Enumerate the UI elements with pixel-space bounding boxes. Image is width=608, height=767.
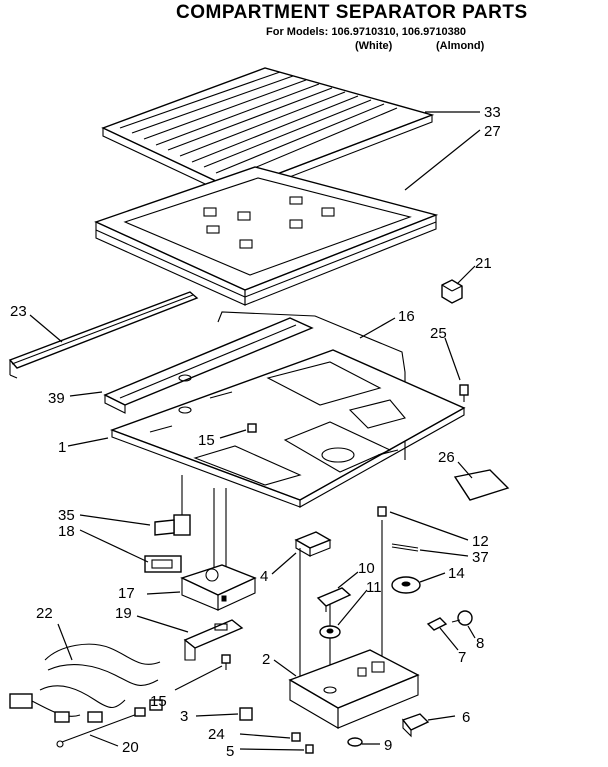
callout-23: 23 [10, 303, 27, 320]
part-19-bracket [183, 619, 244, 661]
callout-14: 14 [448, 565, 465, 582]
part-12-screw [377, 506, 387, 517]
callout-5: 5 [226, 743, 234, 760]
callout-12: 12 [472, 533, 489, 550]
part-26-label [453, 469, 510, 501]
part-17-housing [180, 564, 257, 611]
callout-6: 6 [462, 709, 470, 726]
part-14-fan [391, 576, 421, 594]
part-6-switch [401, 713, 430, 738]
callout-10: 10 [358, 560, 375, 577]
callout-37: 37 [472, 549, 489, 566]
part-21-block [441, 279, 463, 304]
part-22-harness [9, 643, 163, 723]
callout-4: 4 [260, 568, 268, 585]
callout-39: 39 [48, 390, 65, 407]
callout-35: 35 [58, 507, 75, 524]
callout-9: 9 [384, 737, 392, 754]
callout-16: 16 [398, 308, 415, 325]
part-18-bezel [144, 555, 182, 573]
part-23-strip [8, 291, 199, 379]
variant-almond-label: (Almond) [436, 40, 485, 52]
callout-24: 24 [208, 726, 225, 743]
callout-25: 25 [430, 325, 447, 342]
callout-20: 20 [122, 739, 139, 756]
callout-26: 26 [438, 449, 455, 466]
callout-7: 7 [458, 649, 466, 666]
part-2-housing [288, 649, 420, 729]
part-1-panel [109, 349, 466, 508]
part-7-socket [426, 617, 448, 631]
part-4-bracket [294, 531, 332, 557]
part-27-frame [94, 166, 439, 306]
callout-22: 22 [36, 605, 53, 622]
part-20-lead [56, 707, 146, 748]
part-37-shim [391, 543, 419, 552]
callout-27: 27 [484, 123, 501, 140]
part-10-clip [316, 587, 352, 612]
part-15-lower-screw [221, 654, 231, 670]
models-label: For Models: 106.9710310, 106.9710380 [266, 26, 466, 38]
callout-8: 8 [476, 635, 484, 652]
part-11-motor [319, 625, 341, 639]
callout-21: 21 [475, 255, 492, 272]
part-9-grommet [347, 737, 363, 747]
callout-19: 19 [115, 605, 132, 622]
part-33-grille [101, 67, 435, 199]
part-25-screw [459, 384, 469, 402]
callout-15-upper: 15 [198, 432, 215, 449]
guide-lines [181, 475, 383, 690]
part-15-upper-screw [247, 423, 257, 433]
leader-lines [29, 111, 481, 751]
variant-white-label: (White) [355, 40, 393, 52]
part-5-screw [305, 744, 314, 754]
callout-18: 18 [58, 523, 75, 540]
part-35-knob [154, 514, 191, 536]
callout-15-lower: 15 [150, 693, 167, 710]
part-3-clip [239, 707, 253, 721]
callout-11: 11 [366, 579, 382, 596]
callout-2: 2 [262, 651, 270, 668]
callout-3: 3 [180, 708, 188, 725]
part-39-bracket [103, 317, 314, 414]
callout-33: 33 [484, 104, 501, 121]
callout-1: 1 [58, 439, 66, 456]
part-8-bulb [451, 610, 473, 626]
callout-17: 17 [118, 585, 135, 602]
diagram-title: COMPARTMENT SEPARATOR PARTS [176, 2, 528, 23]
part-24-screw [291, 732, 301, 742]
